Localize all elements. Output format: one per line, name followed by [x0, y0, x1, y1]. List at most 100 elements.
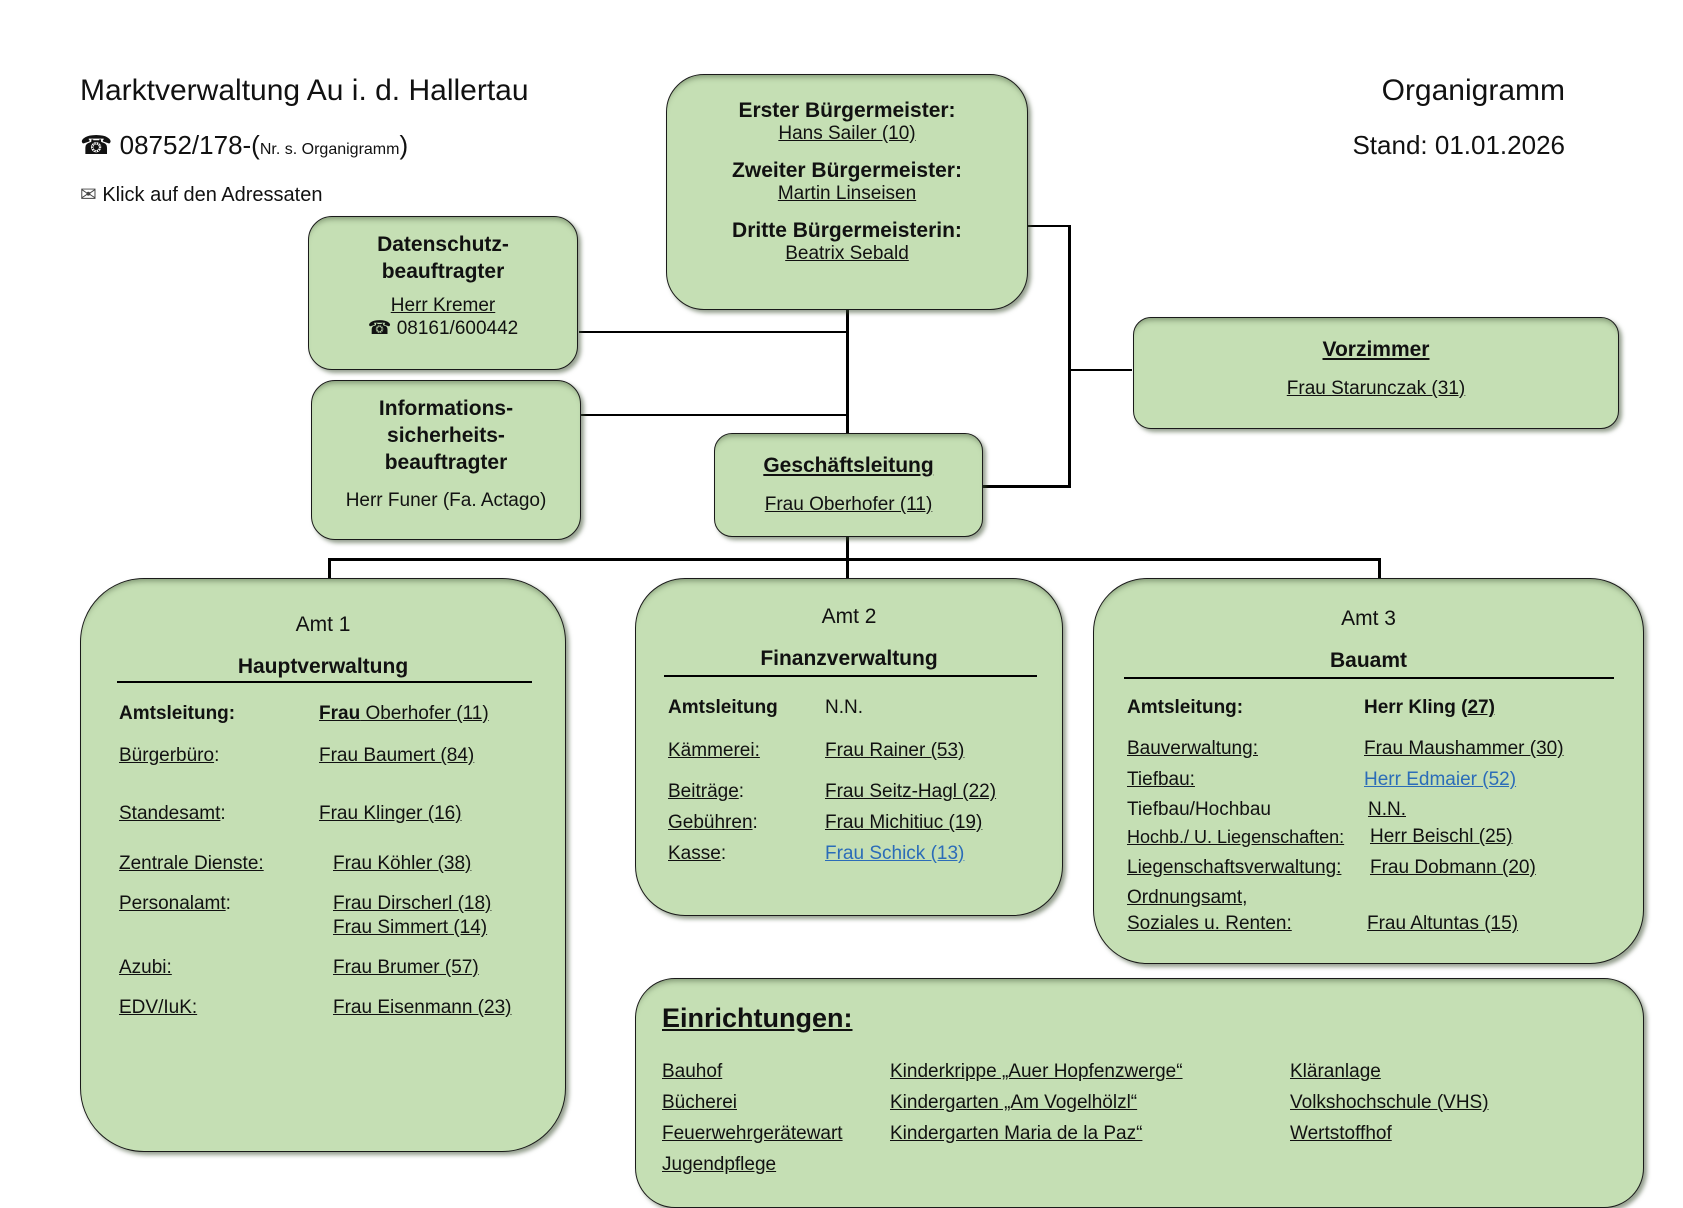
datenschutz-box: Datenschutz- beauftragter Herr Kremer ☎ …: [308, 216, 578, 370]
datenschutz-phone: ☎ 08161/600442: [309, 317, 577, 340]
amt1-row-label[interactable]: Standesamt: [119, 803, 221, 824]
amt1-divider: [117, 681, 532, 683]
mayor3-name-link[interactable]: Beatrix Sebald: [785, 243, 909, 264]
vorzimmer-name-link[interactable]: Frau Starunczak (31): [1286, 378, 1466, 399]
amt3-label: Amt 3: [1341, 607, 1396, 630]
amt3-row-name-link[interactable]: Frau Dobmann (20): [1370, 857, 1536, 878]
amt1-row-label[interactable]: Personalamt: [119, 893, 226, 914]
facility-link[interactable]: Bauhof: [662, 1061, 723, 1082]
doc-title: Organigramm: [1381, 74, 1565, 107]
infosec-title: Informations-: [378, 397, 514, 420]
connector-line: [846, 535, 849, 578]
amt1-row-name-link[interactable]: Frau Eisenmann (23): [333, 997, 512, 1018]
facility-link[interactable]: Kläranlage: [1290, 1061, 1381, 1082]
amt2-lead-label: Amtsleitung: [668, 697, 778, 718]
geschaeftsleitung-box: Geschäftsleitung Frau Oberhofer (11): [714, 433, 983, 537]
amt3-row-label[interactable]: Liegenschaftsverwaltung:: [1127, 857, 1342, 878]
amt3-box: Amt 3 Bauamt Amtsleitung: Herr Kling (27…: [1093, 578, 1644, 964]
amt2-row-name-link[interactable]: Frau Seitz-Hagl (22): [825, 781, 997, 802]
amt3-row-label[interactable]: Tiefbau:: [1127, 769, 1195, 790]
datenschutz-title-2: beauftragter: [381, 260, 505, 283]
amt1-row-name-link[interactable]: Frau Köhler (38): [333, 853, 472, 874]
amt1-row-name-link[interactable]: Frau Dirscherl (18): [333, 893, 492, 914]
amt3-row-label[interactable]: Hochb./ U. Liegenschaften:: [1127, 827, 1345, 847]
amt2-row-name-link[interactable]: Frau Schick (13): [825, 843, 965, 864]
amt3-row-name-link[interactable]: Frau Altuntas (15): [1367, 913, 1519, 934]
amt2-label: Amt 2: [821, 605, 877, 628]
amt3-row-label[interactable]: Soziales u. Renten:: [1127, 913, 1292, 934]
infosec-box: Informations- sicherheits- beauftragter …: [311, 380, 581, 540]
amt2-row-name-link[interactable]: Frau Rainer (53): [825, 740, 965, 761]
amt1-lead-link[interactable]: Frau Oberhofer (11): [319, 703, 489, 724]
amt3-row-name-link[interactable]: Herr Beischl (25): [1370, 826, 1513, 847]
amt1-row-label[interactable]: Bürgerbüro: [119, 745, 215, 766]
amt2-row-label[interactable]: Gebühren: [668, 812, 753, 833]
amt3-divider: [1124, 677, 1614, 679]
connector-line: [1378, 558, 1381, 578]
mayor2-name-link[interactable]: Martin Linseisen: [777, 183, 917, 204]
infosec-title-2: sicherheits-: [387, 424, 505, 447]
amt1-row-name-link[interactable]: Frau Brumer (57): [333, 957, 479, 978]
connector-line: [846, 305, 849, 433]
facility-link[interactable]: Wertstoffhof: [1290, 1123, 1392, 1144]
connector-line: [1068, 369, 1132, 371]
amt2-row-label[interactable]: Kasse: [668, 843, 721, 864]
amt2-row-name-link[interactable]: Frau Michitiuc (19): [825, 812, 983, 833]
geschaeftsleitung-name-link[interactable]: Frau Oberhofer (11): [764, 494, 933, 515]
amt1-lead-label: Amtsleitung:: [119, 703, 236, 724]
mayors-box: Erster Bürgermeister: Hans Sailer (10) Z…: [666, 74, 1028, 310]
amt2-title: Finanzverwaltung: [760, 647, 938, 670]
connector-line: [328, 558, 1380, 561]
vorzimmer-title-link[interactable]: Vorzimmer: [1322, 338, 1430, 361]
mayor1-name-link[interactable]: Hans Sailer (10): [778, 123, 916, 144]
amt3-row-name-link[interactable]: N.N.: [1368, 799, 1406, 820]
amt1-row-label[interactable]: Zentrale Dienste:: [119, 853, 264, 874]
amt3-row-name-link[interactable]: Herr Edmaier (52): [1364, 769, 1517, 790]
amt1-box: Amt 1 Hauptverwaltung Amtsleitung: Frau …: [80, 578, 566, 1152]
datenschutz-phone-number: 08161/600442: [396, 318, 519, 339]
einrichtungen-title-link[interactable]: Einrichtungen:: [662, 1003, 853, 1033]
infosec-name: Herr Funer (Fa. Actago): [345, 490, 547, 511]
amt2-row-label[interactable]: Kämmerei:: [668, 740, 760, 761]
amt2-box: Amt 2 Finanzverwaltung Amtsleitung N.N. …: [635, 578, 1063, 916]
connector-line: [1027, 225, 1070, 227]
amt3-row-label[interactable]: Ordnungsamt,: [1127, 887, 1248, 908]
amt2-row-label[interactable]: Beiträge: [668, 781, 739, 802]
connector-line: [581, 414, 847, 416]
amt1-row-name-link[interactable]: Frau Klinger (16): [319, 803, 462, 824]
connector-line: [982, 485, 1071, 488]
org-title: Marktverwaltung Au i. d. Hallertau: [80, 74, 529, 107]
datenschutz-name-link[interactable]: Herr Kremer: [390, 295, 496, 316]
amt3-row-name-link[interactable]: Frau Maushammer (30): [1364, 738, 1564, 759]
amt3-lead-name: Herr Kling (27): [1364, 697, 1495, 718]
amt1-row-name-link[interactable]: Frau Baumert (84): [319, 745, 475, 766]
phone-note: Nr. s. Organigramm: [259, 141, 400, 158]
amt1-row-label[interactable]: EDV/IuK:: [119, 997, 198, 1018]
connector-line: [579, 331, 847, 333]
phone-close: ): [399, 130, 409, 160]
amt1-title: Hauptverwaltung: [237, 655, 409, 678]
facility-link[interactable]: Bücherei: [662, 1092, 737, 1113]
facility-link[interactable]: Kinderkrippe „Auer Hopfenzwerge“: [890, 1061, 1183, 1082]
facility-link[interactable]: Kindergarten Maria de la Paz“: [890, 1123, 1143, 1144]
amt3-row-label[interactable]: Bauverwaltung:: [1127, 738, 1258, 759]
envelope-icon: ✉: [80, 184, 97, 206]
facility-link[interactable]: Kindergarten „Am Vogelhölzl“: [890, 1092, 1138, 1113]
infosec-title-3: beauftragter: [384, 451, 508, 474]
telephone-icon: ☎: [367, 318, 392, 339]
facility-link[interactable]: Volkshochschule (VHS): [1290, 1092, 1489, 1113]
facility-link[interactable]: Feuerwehrgerätewart: [662, 1123, 843, 1144]
mayor1-role: Erster Bürgermeister:: [738, 99, 956, 122]
amt1-row-label[interactable]: Azubi:: [119, 957, 172, 978]
geschaeftsleitung-title-link[interactable]: Geschäftsleitung: [763, 454, 934, 477]
stand-date: Stand: 01.01.2026: [1352, 130, 1565, 160]
facility-link[interactable]: Jugendpflege: [662, 1154, 777, 1175]
mail-hint: ✉ Klick auf den Adressaten: [80, 182, 322, 207]
amt1-row-name-link[interactable]: Frau Simmert (14): [333, 917, 488, 938]
amt3-title: Bauamt: [1329, 649, 1408, 672]
amt3-lead-num-link[interactable]: 27): [1467, 697, 1495, 718]
phone-number: 08752/178-(: [119, 130, 260, 160]
connector-line: [328, 558, 331, 578]
amt2-lead-name: N.N.: [825, 697, 863, 718]
mail-hint-text: Klick auf den Adressaten: [102, 184, 323, 206]
